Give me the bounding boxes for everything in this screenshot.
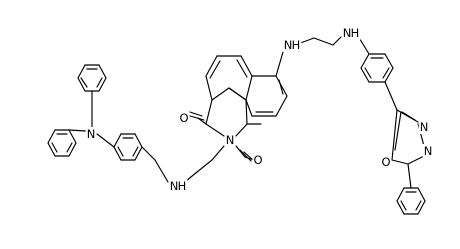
bond-line xyxy=(364,67,372,79)
atom-label-background xyxy=(282,38,294,52)
bond-line xyxy=(360,53,370,69)
bond-line xyxy=(98,77,107,92)
bond-line xyxy=(384,53,394,69)
atom-n-amine-left: N xyxy=(170,179,179,193)
bond-line xyxy=(209,60,221,79)
bond-line xyxy=(236,59,248,78)
atom-n-triphenylamine: N xyxy=(87,127,96,141)
atom-label-background xyxy=(176,179,188,193)
bond-line xyxy=(189,111,203,117)
bond-line xyxy=(68,129,87,132)
bond-line xyxy=(245,75,253,101)
bond-line xyxy=(196,159,213,173)
bond-line xyxy=(211,87,230,101)
atom-label-background xyxy=(422,144,434,158)
atom-h-amine-left: H xyxy=(178,179,187,193)
bond-line xyxy=(68,142,77,157)
bond-line xyxy=(113,133,122,148)
bond-line xyxy=(275,75,288,97)
atom-label-background xyxy=(290,38,302,52)
atom-label-background xyxy=(85,127,97,141)
bond-line xyxy=(313,37,334,46)
bond-line xyxy=(240,55,253,77)
bond-line xyxy=(245,99,253,117)
bond-line xyxy=(80,77,88,88)
bond-line xyxy=(205,99,213,125)
bond-line xyxy=(77,64,86,79)
bond-line xyxy=(134,133,143,148)
bond-line xyxy=(396,200,405,215)
bond-line xyxy=(275,95,288,117)
bond-line xyxy=(394,111,402,151)
bond-line xyxy=(275,51,284,77)
atom-label-background xyxy=(418,120,430,134)
bond-line xyxy=(391,109,398,161)
atom-n-imide: N xyxy=(226,133,235,147)
bond-line xyxy=(189,115,205,121)
atom-label-background xyxy=(178,111,190,125)
atom-o-upper: O xyxy=(179,111,188,125)
bond-line xyxy=(384,67,394,83)
atom-label-background xyxy=(349,26,361,40)
bond-line xyxy=(332,36,342,46)
bond-line xyxy=(360,67,370,83)
bond-line xyxy=(243,151,254,161)
bond-line xyxy=(278,79,284,95)
bond-line xyxy=(205,55,218,77)
bond-line xyxy=(407,155,425,165)
atom-o-lower: O xyxy=(253,153,262,167)
bond-line xyxy=(400,200,407,211)
atom-label-background xyxy=(168,179,180,193)
bond-line xyxy=(205,123,225,137)
atom-label-background xyxy=(380,155,392,169)
atom-n-amine-right: N xyxy=(343,26,352,40)
bond-lines xyxy=(47,35,426,215)
bond-line xyxy=(391,159,409,165)
bond-line xyxy=(211,145,225,161)
bond-line xyxy=(117,146,124,157)
bond-line xyxy=(154,159,169,183)
bond-line xyxy=(134,146,143,161)
bond-line xyxy=(51,142,58,153)
atom-label-background xyxy=(341,26,353,40)
bond-line xyxy=(205,75,213,101)
atom-n-amine-naph: N xyxy=(284,38,293,52)
bond-line xyxy=(47,142,56,157)
bond-line xyxy=(47,129,56,144)
bond-line xyxy=(235,145,246,158)
bond-line xyxy=(96,77,103,88)
bond-line xyxy=(245,99,248,125)
atom-labels: N N H N O O N H N H N N O xyxy=(85,26,434,193)
bond-line xyxy=(66,142,73,153)
atom-n-oxadiazole-2: N xyxy=(424,144,433,158)
bond-line xyxy=(401,111,416,121)
bond-line xyxy=(141,146,156,161)
bond-line xyxy=(239,149,252,162)
bond-line xyxy=(382,67,390,79)
atom-label-background xyxy=(224,133,236,147)
atom-label-background xyxy=(252,153,264,167)
bond-line xyxy=(98,64,107,79)
bond-line xyxy=(132,146,139,157)
bond-line xyxy=(407,163,412,189)
bond-line xyxy=(228,87,247,101)
bond-line xyxy=(77,77,86,92)
bond-line xyxy=(235,123,248,137)
bond-line xyxy=(68,129,77,144)
atom-n-oxadiazole-1: N xyxy=(420,120,429,134)
atom-o-oxadiazole: O xyxy=(381,155,390,169)
bond-line xyxy=(384,81,398,111)
bond-line xyxy=(96,133,115,148)
bond-line xyxy=(415,200,422,211)
atom-h-amine-right: H xyxy=(351,26,360,40)
bond-line xyxy=(417,200,426,215)
atom-h-amine-naph: H xyxy=(292,38,301,52)
bond-line xyxy=(417,187,426,202)
bond-line xyxy=(396,187,405,202)
bond-line xyxy=(113,146,122,161)
